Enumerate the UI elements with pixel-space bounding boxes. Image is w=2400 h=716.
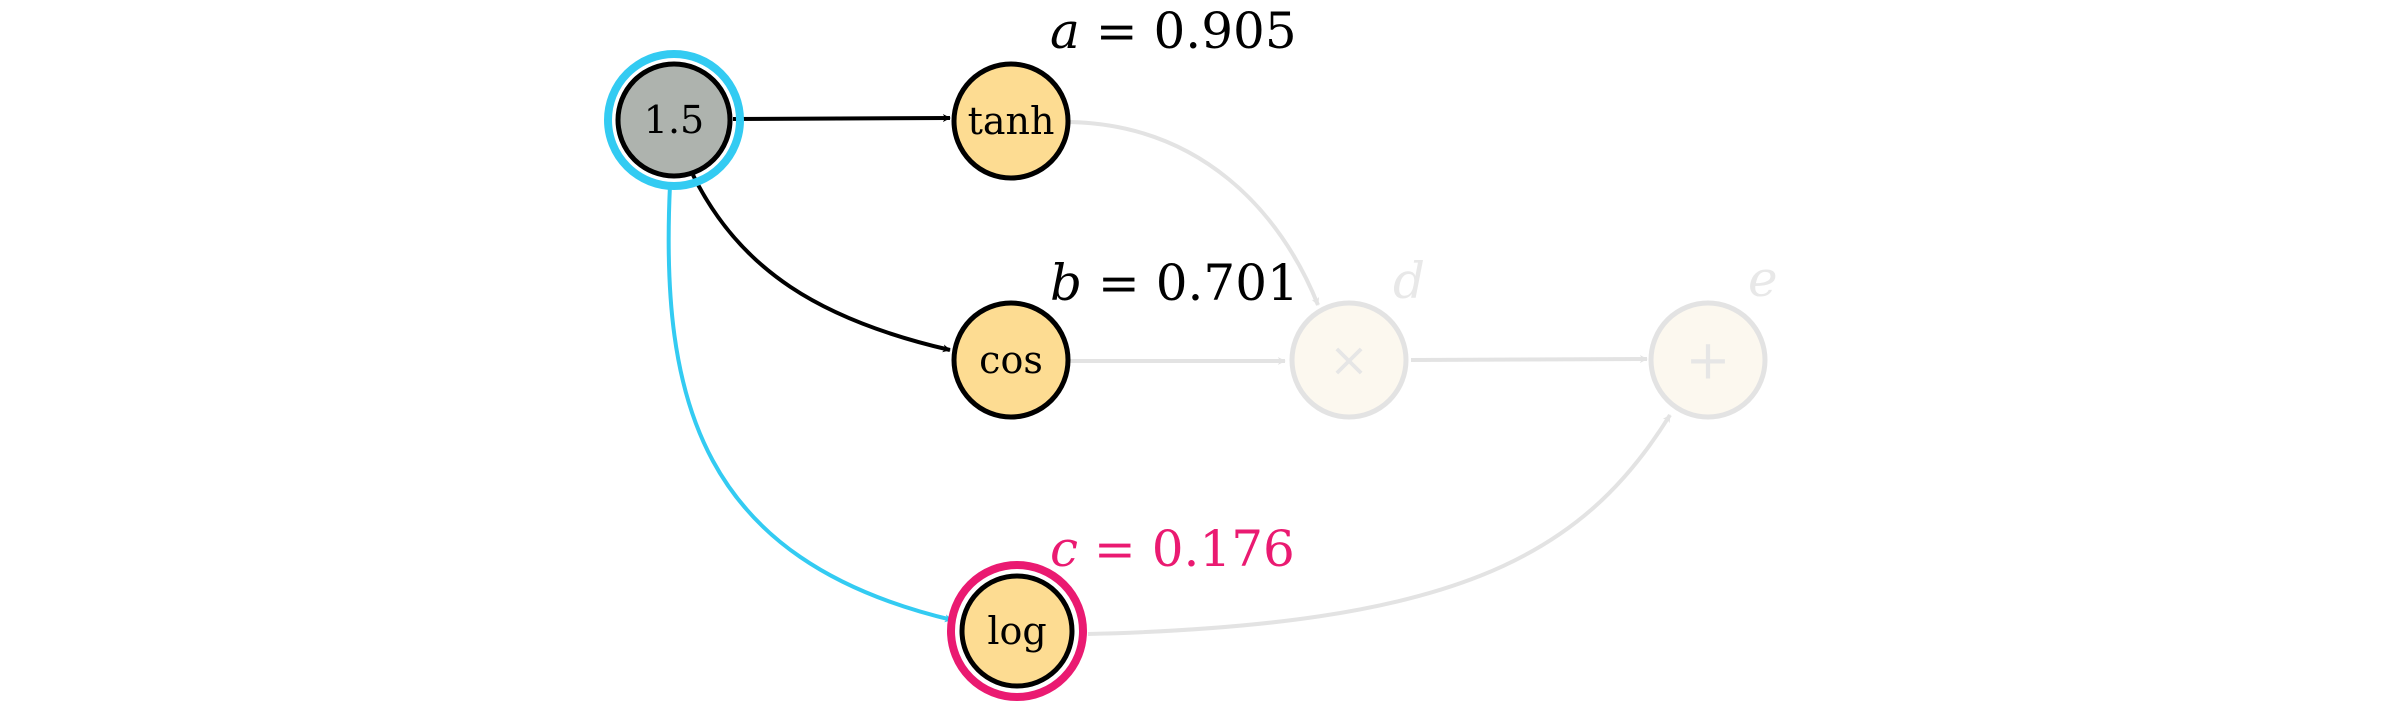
node-tanh[interactable]: tanh — [951, 61, 1071, 181]
label-d: d — [1393, 252, 1425, 310]
label-c-value: 0.176 — [1152, 520, 1295, 578]
node-log-label: log — [987, 609, 1046, 653]
label-a: a = 0.905 — [1050, 2, 1297, 60]
edge-input-to-cos — [691, 174, 951, 353]
variable-labels: a = 0.905 b = 0.701 c = 0.176 d e — [1050, 2, 1778, 578]
label-b-value: 0.701 — [1156, 254, 1299, 312]
edge-log-to-add — [1087, 413, 1672, 636]
node-multiply[interactable]: × — [1289, 300, 1409, 420]
multiply-icon: × — [1329, 332, 1369, 388]
edge-tanh-to-mul — [1069, 120, 1320, 306]
label-b: b = 0.701 — [1050, 254, 1299, 312]
edge-input-to-log — [666, 184, 953, 623]
node-cos[interactable]: cos — [951, 300, 1071, 420]
node-log[interactable]: log — [947, 561, 1087, 701]
node-add[interactable]: + — [1648, 300, 1768, 420]
edge-input-to-tanh — [732, 114, 951, 123]
node-tanh-label: tanh — [968, 99, 1055, 143]
label-c: c = 0.176 — [1050, 520, 1295, 578]
label-a-name: a — [1050, 2, 1080, 60]
nodes: 1.5 tanh cos log × + — [604, 50, 1768, 701]
label-a-value: 0.905 — [1154, 2, 1297, 60]
edges — [666, 114, 1672, 636]
label-b-eq: = — [1082, 254, 1156, 312]
label-a-eq: = — [1080, 2, 1154, 60]
edge-mul-to-add — [1410, 355, 1648, 364]
node-cos-label: cos — [979, 338, 1043, 382]
label-e: e — [1748, 250, 1778, 308]
plus-icon: + — [1685, 329, 1730, 392]
node-input-label: 1.5 — [644, 98, 704, 142]
label-c-name: c — [1050, 520, 1078, 578]
label-b-name: b — [1050, 254, 1082, 312]
label-c-eq: = — [1078, 520, 1152, 578]
node-input[interactable]: 1.5 — [604, 50, 744, 190]
